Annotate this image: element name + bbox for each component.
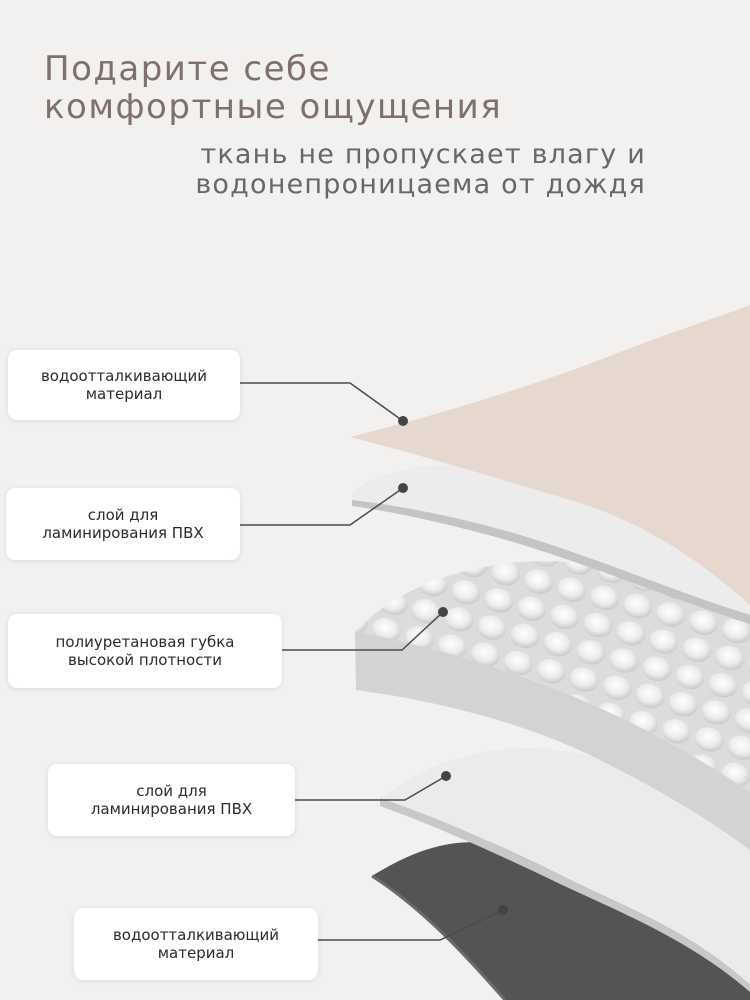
lower-laminate-layer: [380, 747, 750, 985]
page-subheadline: ткань не пропускает влагу и водонепрониц…: [195, 140, 646, 200]
layer-label-line-1: слой для: [87, 506, 159, 524]
layer-label-pvc-laminate-upper: слой для ламинирования ПВХ: [6, 488, 240, 560]
layer-label-line-2: высокой плотности: [68, 651, 222, 669]
foam-top-face: [355, 561, 750, 792]
layer-label-line-1: водоотталкивающий: [112, 926, 280, 944]
layer-label-line-1: водоотталкивающий: [40, 367, 208, 385]
layer-label-line-2: материал: [157, 944, 235, 962]
layer-label-water-repellent-bottom: водоотталкивающий материал: [74, 908, 318, 980]
headline-line-1: Подарите себе: [44, 49, 331, 89]
page-headline: Подарите себе комфортные ощущения: [44, 50, 502, 126]
headline-line-2: комфортные ощущения: [44, 87, 503, 127]
upper-laminate-edge: [352, 500, 750, 624]
leader-line-1: [240, 382, 404, 422]
layer-label-line-1: полиуретановая губка: [55, 633, 235, 651]
layer-label-line-2: материал: [85, 385, 163, 403]
layer-label-line-2: ламинирования ПВХ: [42, 524, 204, 542]
lower-laminate-edge: [380, 798, 750, 992]
upper-laminate-layer: [352, 465, 750, 615]
layer-label-polyurethane-foam: полиуретановая губка высокой плотности: [8, 614, 282, 688]
foam-side-face: [355, 632, 750, 850]
leader-dot-4: [441, 771, 451, 781]
leader-line-2: [240, 487, 404, 526]
leader-line-5: [318, 909, 504, 941]
leader-dot-3: [438, 607, 448, 617]
leader-dot-2: [398, 483, 408, 493]
subheadline-line-2: водонепроницаема от дождя: [195, 169, 646, 200]
bottom-layer-edge: [371, 874, 507, 1000]
leader-line-4: [295, 775, 447, 801]
layer-label-water-repellent-top: водоотталкивающий материал: [8, 350, 240, 420]
layer-label-line-2: ламинирования ПВХ: [90, 800, 253, 818]
top-water-repellent-layer: [350, 305, 750, 605]
layer-label-pvc-laminate-lower: слой для ламинирования ПВХ: [48, 764, 295, 836]
subheadline-line-1: ткань не пропускает влагу и: [200, 139, 646, 170]
leader-dot-1: [398, 416, 408, 426]
layer-label-line-1: слой для: [136, 782, 207, 800]
leader-line-3: [282, 611, 444, 651]
leader-dot-5: [498, 905, 508, 915]
